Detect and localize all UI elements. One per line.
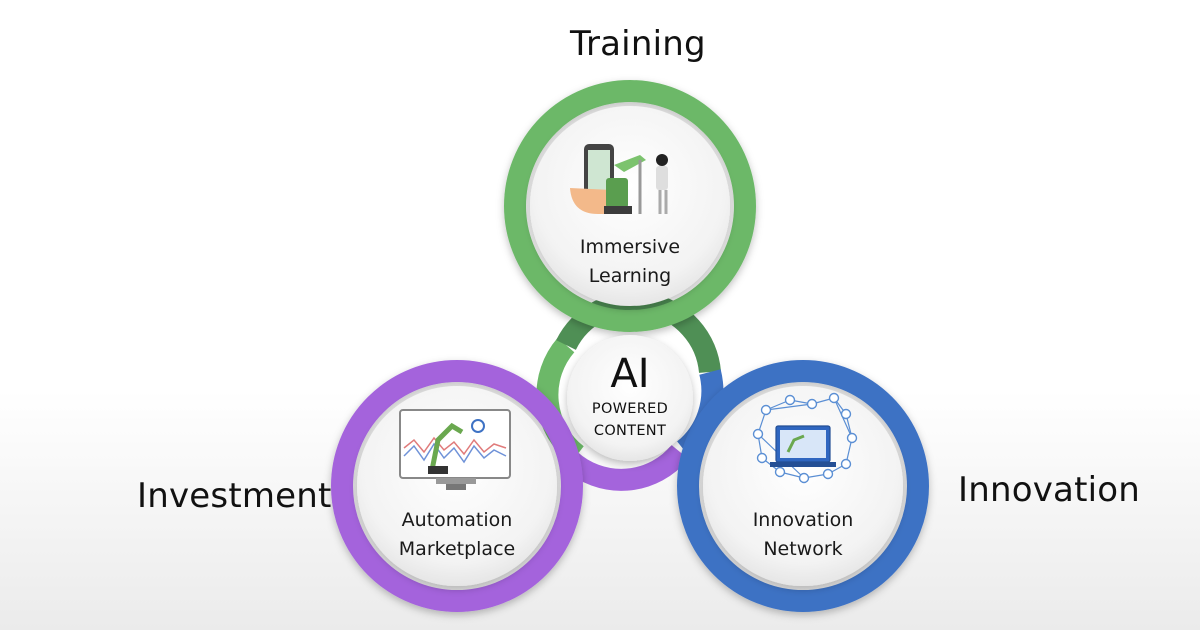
center-line: POWERED: [591, 401, 669, 417]
node-line: Network: [763, 538, 843, 560]
node-text-automation-marketplace: Automation Marketplace: [367, 506, 547, 564]
center-subtitle: POWERED CONTENT: [565, 398, 695, 442]
center-line: CONTENT: [593, 423, 667, 439]
vr-training-icon: [570, 144, 668, 215]
label-innovation: Innovation: [958, 470, 1141, 510]
node-line: Immersive: [579, 236, 681, 258]
node-line: Learning: [588, 265, 672, 287]
center-title: AI: [610, 351, 650, 397]
robot-monitor-icon: [399, 409, 511, 490]
node-line: Automation: [401, 509, 513, 531]
network-laptop-icon: [752, 392, 858, 484]
node-text-immersive-learning: Immersive Learning: [540, 233, 720, 291]
label-training: Training: [570, 24, 706, 64]
node-text-innovation-network: Innovation Network: [713, 506, 893, 564]
node-line: Innovation: [752, 509, 854, 531]
center-disc: [567, 335, 693, 461]
label-investment: Investment: [137, 476, 332, 516]
node-line: Marketplace: [398, 538, 516, 560]
